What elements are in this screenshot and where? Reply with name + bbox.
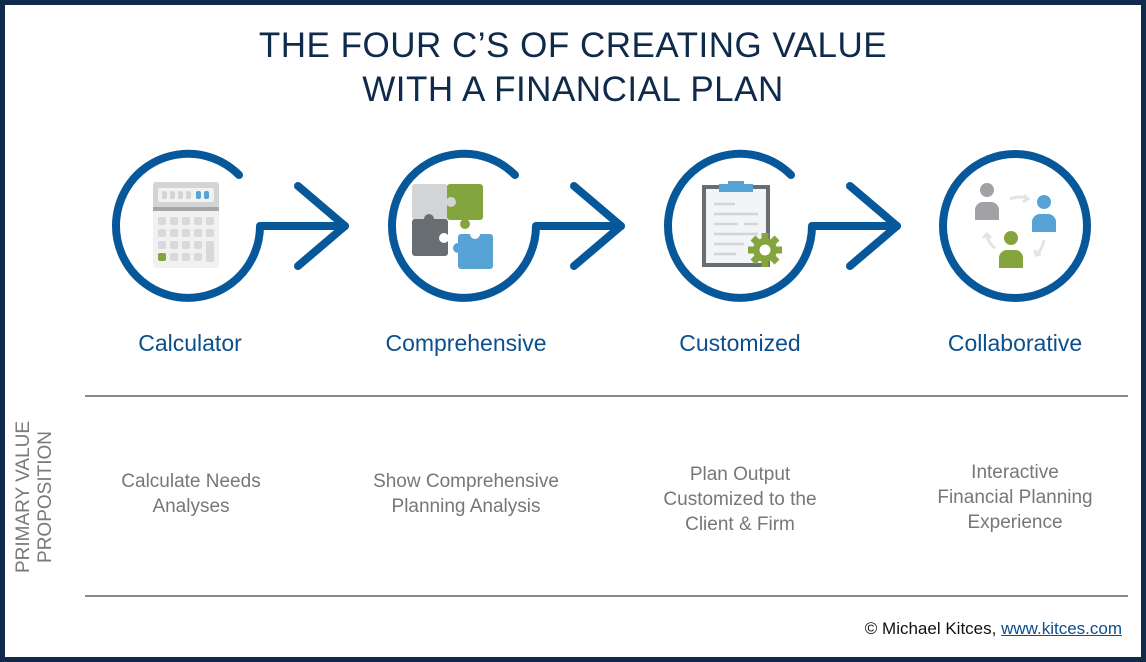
stage-desc-calculator: Calculate Needs Analyses [61, 469, 321, 519]
stage-4-circle [939, 150, 1091, 302]
desc-line: Financial Planning [937, 487, 1093, 508]
stage-1-arc-arrow [112, 149, 349, 302]
desc-line: Client & Firm [685, 514, 795, 535]
stage-label-collaborative: Collaborative [947, 330, 1083, 356]
stage-label-comprehensive: Comprehensive [385, 330, 547, 356]
stage-3-arc-arrow [664, 149, 901, 302]
page-title: THE FOUR C’S OF CREATING VALUE WITH A FI… [0, 24, 1146, 112]
kitces-link[interactable]: www.kitces.com [1001, 619, 1122, 638]
divider-bottom [85, 595, 1128, 597]
credit-text: © Michael Kitces, [864, 619, 1002, 638]
desc-line: Planning Analysis [391, 496, 541, 517]
desc-line: Calculate Needs [121, 471, 261, 492]
desc-line: Interactive [971, 462, 1059, 483]
clipboard-gear-icon [702, 181, 782, 267]
title-line-2: WITH A FINANCIAL PLAN [362, 70, 784, 109]
people-cycle-icon [975, 183, 1056, 268]
divider-top [85, 395, 1128, 397]
stage-desc-comprehensive: Show Comprehensive Planning Analysis [336, 469, 596, 519]
row-label-line-1: PRIMARY VALUE [13, 420, 34, 574]
puzzle-icon [412, 184, 493, 269]
calculator-icon [153, 182, 219, 268]
row-label-line-2: PROPOSITION [35, 431, 56, 563]
desc-line: Experience [967, 512, 1063, 533]
desc-line: Analyses [152, 496, 230, 517]
stage-label-customized: Customized [679, 330, 801, 356]
title-line-1: THE FOUR C’S OF CREATING VALUE [258, 26, 888, 65]
desc-line: Customized to the [663, 489, 817, 510]
desc-line: Plan Output [689, 464, 791, 485]
stage-desc-collaborative: Interactive Financial Planning Experienc… [885, 460, 1145, 535]
row-label: PRIMARY VALUE PROPOSITION [13, 421, 57, 573]
stage-label-calculator: Calculator [138, 330, 242, 356]
credit: © Michael Kitces, www.kitces.com [865, 619, 1122, 639]
stage-desc-customized: Plan Output Customized to the Client & F… [610, 462, 870, 537]
stage-2-arc-arrow [388, 149, 625, 302]
desc-line: Show Comprehensive [373, 471, 559, 492]
